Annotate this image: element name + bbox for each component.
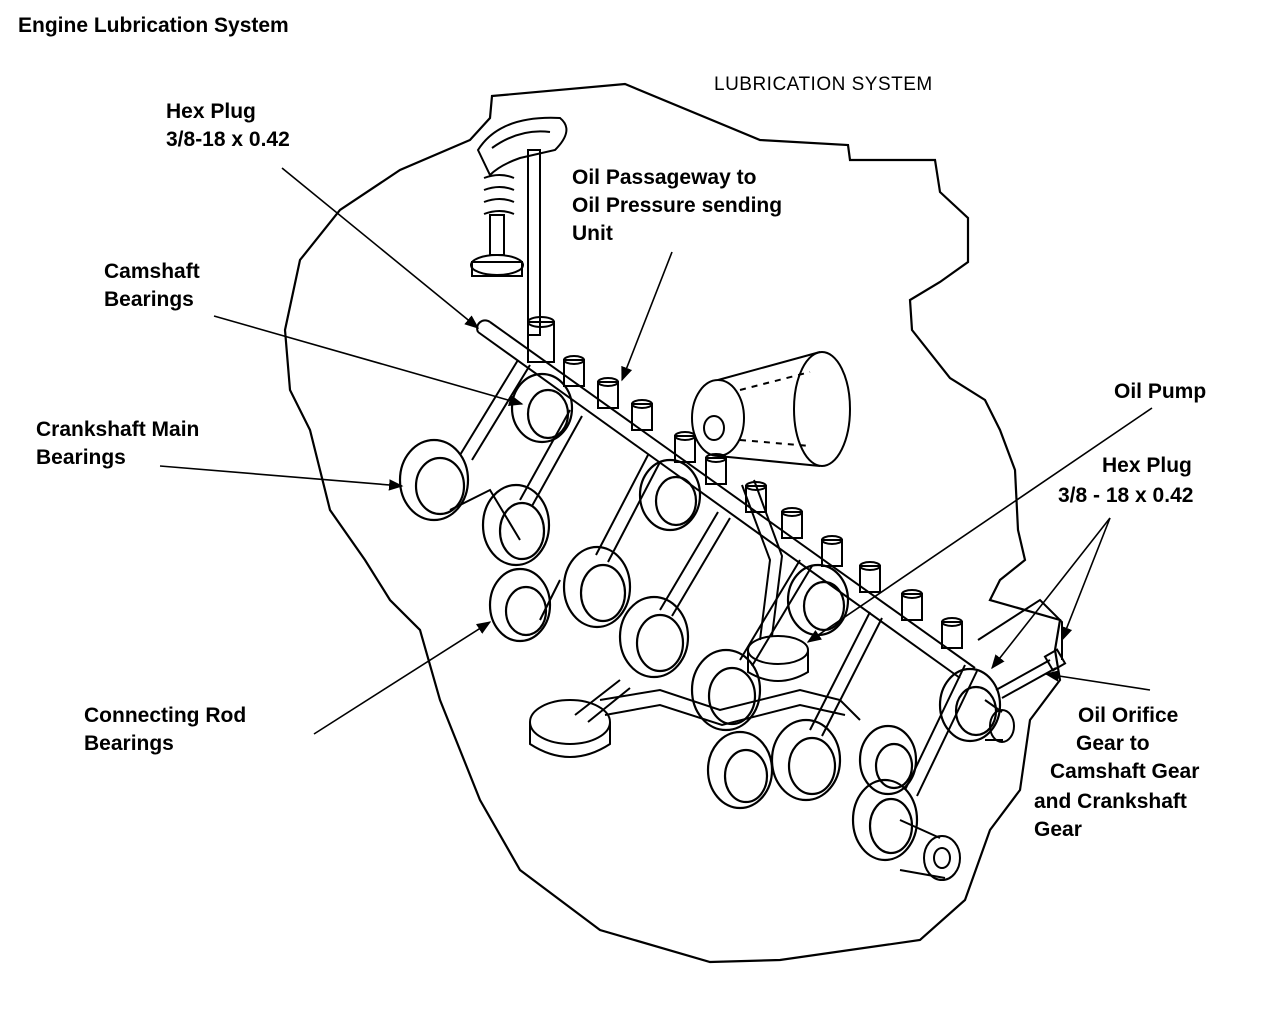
figure-caption: LUBRICATION SYSTEM — [714, 74, 933, 95]
bearing-rings — [398, 372, 1002, 862]
oil-pump-assembly — [529, 635, 861, 758]
valve-lifters — [563, 355, 963, 649]
label-oil-orifice-line4: and Crankshaft — [1034, 790, 1187, 813]
oil-filter — [691, 351, 851, 467]
label-oil-orifice-line1: Oil Orifice — [1078, 704, 1179, 727]
label-oil-orifice-line3: Camshaft Gear — [1050, 760, 1200, 783]
oil-feed-tubes — [449, 359, 978, 797]
label-camshaft-bearings: Camshaft Bearings — [104, 260, 200, 311]
camshaft-bearing — [510, 372, 574, 444]
engine-block-outline — [283, 82, 1062, 964]
oil-pickup-screen — [529, 699, 611, 745]
label-hex-plug-right-size: 3/8 - 18 x 0.42 — [1058, 484, 1194, 507]
label-oil-passageway: Oil Passageway to Oil Pressure sending U… — [572, 166, 783, 245]
hex-plug-right — [995, 648, 1067, 699]
label-connecting-rod-bearings: Connecting Rod Bearings — [84, 704, 247, 755]
crankshaft-main-bearing — [398, 438, 470, 522]
valve-rocker-assembly — [470, 116, 568, 363]
page-title: Engine Lubrication System — [18, 14, 289, 37]
main-oil-gallery — [476, 319, 976, 679]
label-crankshaft-main-bearings: Crankshaft Main Bearings — [36, 418, 200, 469]
crankshaft-nose — [899, 699, 1015, 881]
label-hex-plug-top: Hex Plug 3/8-18 x 0.42 — [166, 100, 290, 151]
label-oil-orifice-line2: Gear to — [1076, 732, 1150, 755]
label-hex-plug-right: Hex Plug — [1102, 454, 1192, 477]
label-oil-pump: Oil Pump — [1114, 380, 1207, 403]
label-oil-orifice-line5: Gear — [1034, 818, 1082, 841]
leader-lines — [159, 167, 1153, 735]
